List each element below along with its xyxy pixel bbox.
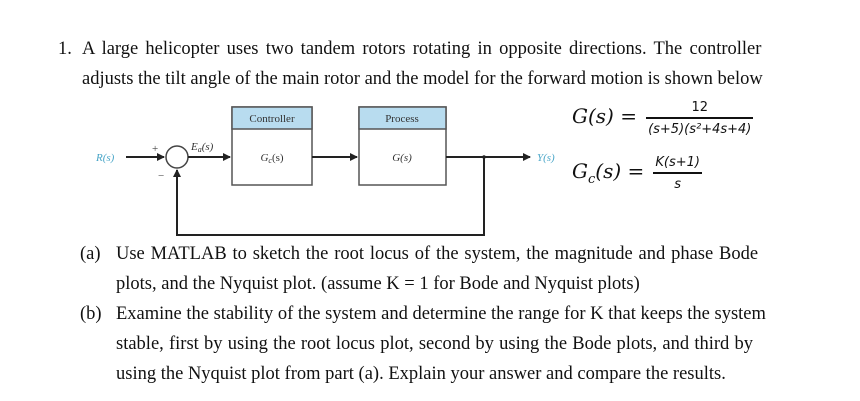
controller-transfer-function-eq: Gc(s) = K(s+1) s	[572, 155, 702, 192]
process-transfer-function: G(s)	[392, 152, 412, 164]
feedback-path	[173, 157, 485, 236]
process-block: Process G(s)	[358, 106, 447, 186]
problem-intro-line-1: A large helicopter uses two tandem rotor…	[82, 39, 762, 59]
part-a-line-1: Use MATLAB to sketch the root locus of t…	[116, 244, 759, 264]
part-a-label: (a)	[80, 244, 101, 264]
part-b-line-1: Examine the stability of the system and …	[116, 304, 766, 324]
plant-tf-numerator: 12	[691, 100, 708, 115]
part-a-line-2: plots, and the Nyquist plot. (assume K =…	[116, 274, 640, 294]
error-signal-label: Ea(s)	[190, 141, 214, 154]
controller-tf-numerator: K(s+1)	[655, 155, 700, 170]
controller-tf-denominator: s	[653, 172, 702, 192]
problem-number: 1.	[58, 39, 72, 59]
plant-tf-fraction: 12 (s+5)(s²+4s+4)	[646, 100, 754, 137]
controller-tf-lhs-rest: (s) =	[595, 159, 645, 183]
problem-intro-line-2: adjusts the tilt angle of the main rotor…	[82, 69, 763, 89]
output-signal-label: Y(s)	[537, 152, 555, 164]
plant-tf-denominator: (s+5)(s²+4s+4)	[646, 117, 754, 137]
plant-transfer-function: G(s) = 12 (s+5)(s²+4s+4)	[572, 100, 754, 137]
controller-block: Controller Gc(s)	[231, 106, 313, 186]
block-diagram: R(s) + − Ea(s) Controller Gc(s) Process …	[95, 106, 555, 236]
part-b-line-2: stable, first by using the root locus pl…	[116, 334, 753, 354]
process-header: Process	[385, 113, 419, 125]
controller-tf-fraction: K(s+1) s	[653, 155, 702, 192]
controller-tf-symbol: G	[572, 159, 588, 183]
part-b-label: (b)	[80, 304, 102, 324]
plant-tf-lhs: G(s) =	[572, 104, 637, 128]
plus-sign: +	[152, 143, 158, 155]
controller-header: Controller	[249, 113, 295, 125]
input-signal-label: R(s)	[95, 152, 115, 164]
controller-tf-subscript: c	[587, 172, 596, 187]
summing-junction	[165, 145, 189, 169]
controller-transfer-function: Gc(s)	[260, 152, 283, 165]
controller-tf-lhs: Gc(s) =	[572, 159, 645, 187]
part-b-line-3: using the Nyquist plot from part (a). Ex…	[116, 364, 726, 384]
minus-sign: −	[158, 170, 164, 182]
